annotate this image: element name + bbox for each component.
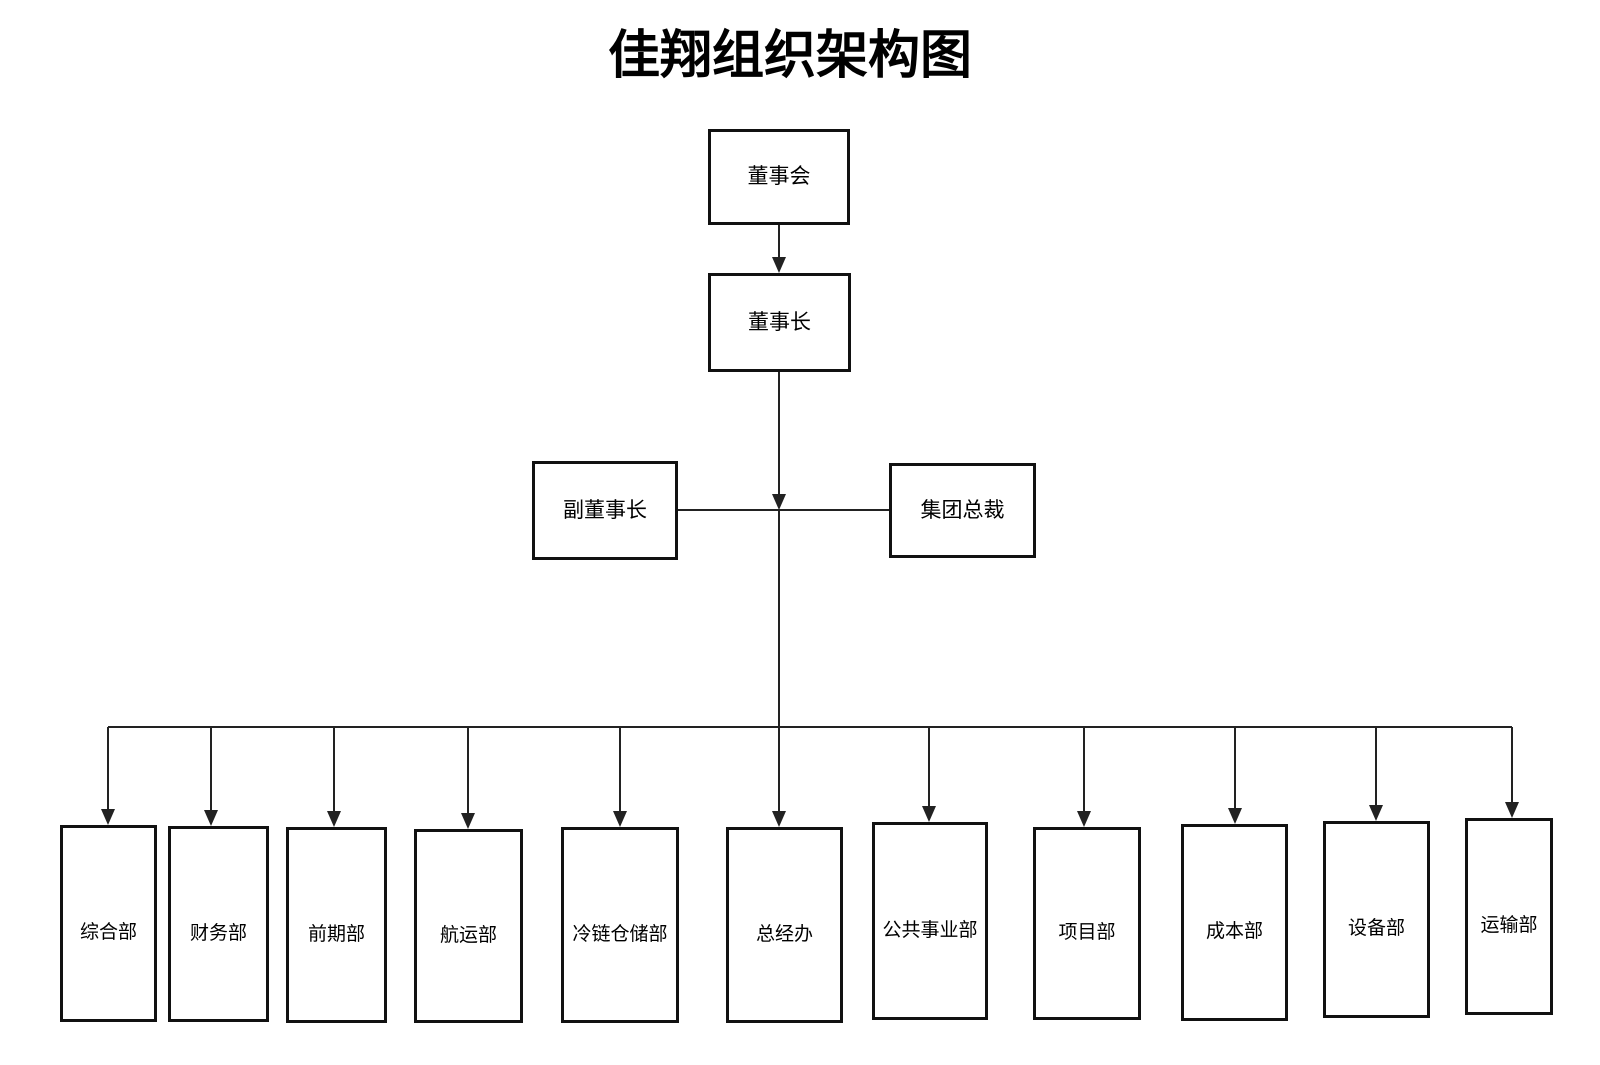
arrow-to-dept-9	[1369, 727, 1383, 821]
node-dept-shipping: 航运部	[414, 829, 523, 1023]
arrow-to-dept-6	[922, 727, 936, 822]
node-dept-finance: 财务部	[168, 826, 269, 1022]
arrow-to-dept-1	[204, 727, 218, 826]
node-dept-public-utilities: 公共事业部	[872, 822, 988, 1020]
arrow-to-dept-10	[1505, 727, 1519, 818]
page-title: 佳翔组织架构图	[607, 28, 972, 85]
node-board-of-directors: 董事会	[708, 129, 850, 225]
node-label: 集团总裁	[920, 497, 1005, 522]
node-label: 冷链仓储部	[572, 923, 668, 945]
node-label: 航运部	[439, 924, 497, 946]
arrow-to-dept-0	[101, 727, 115, 825]
arrow-to-dept-8	[1228, 727, 1242, 824]
node-chairman: 董事长	[708, 273, 851, 372]
node-group-president: 集团总裁	[889, 463, 1036, 558]
node-label: 运输部	[1480, 915, 1538, 937]
node-dept-project: 项目部	[1033, 827, 1141, 1020]
node-label: 财务部	[189, 922, 247, 944]
node-label: 综合部	[79, 922, 137, 944]
node-label: 董事会	[747, 164, 811, 189]
node-vice-chairman: 副董事长	[532, 461, 678, 560]
node-label: 公共事业部	[882, 919, 978, 941]
arrow-board-to-chairman	[772, 225, 786, 273]
node-label: 前期部	[307, 923, 365, 945]
node-label: 项目部	[1058, 922, 1116, 944]
arrow-to-dept-4	[613, 727, 627, 827]
node-label: 设备部	[1347, 918, 1405, 940]
node-label: 成本部	[1205, 921, 1263, 943]
arrow-to-dept-5	[772, 727, 786, 827]
arrow-to-dept-2	[327, 727, 341, 827]
node-dept-transport: 运输部	[1465, 818, 1553, 1015]
node-dept-cost: 成本部	[1181, 824, 1288, 1021]
node-dept-equipment: 设备部	[1323, 821, 1430, 1018]
node-dept-preliminary: 前期部	[286, 827, 387, 1023]
arrow-to-dept-3	[461, 727, 475, 829]
arrow-chairman-to-junction	[772, 372, 786, 510]
node-label: 副董事长	[563, 497, 647, 522]
node-dept-gm-office: 总经办	[726, 827, 843, 1023]
arrow-to-dept-7	[1077, 727, 1091, 827]
node-dept-cold-chain-warehouse: 冷链仓储部	[561, 827, 679, 1023]
node-label: 总经办	[755, 923, 813, 945]
node-label: 董事长	[748, 309, 811, 334]
node-dept-general-affairs: 综合部	[60, 825, 157, 1022]
